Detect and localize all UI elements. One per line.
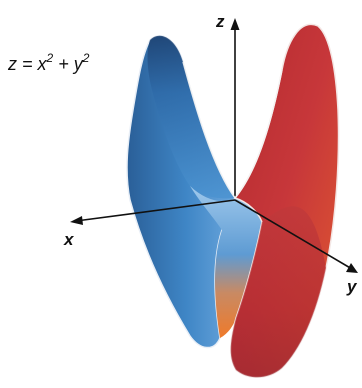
y-axis-arrowhead (346, 263, 358, 273)
x-axis-arrowhead (70, 216, 83, 225)
z-axis-arrowhead (230, 18, 240, 30)
equation-exponent-1: 2 (46, 51, 54, 65)
equation-label: z = x2 + y2 (7, 51, 90, 74)
equation-middle: + y (53, 54, 84, 74)
surface-inner-fold (190, 186, 262, 338)
surface-rim-curve (182, 61, 283, 200)
x-axis-label: x (63, 230, 75, 249)
surface-red-lower-face (230, 206, 326, 378)
y-axis-line (234, 199, 353, 270)
z-axis-label: z (215, 12, 225, 31)
x-axis-line (75, 199, 236, 222)
equation-lhs: z = x (7, 54, 48, 74)
y-axis-label: y (346, 277, 358, 296)
equation-exponent-2: 2 (82, 51, 90, 65)
